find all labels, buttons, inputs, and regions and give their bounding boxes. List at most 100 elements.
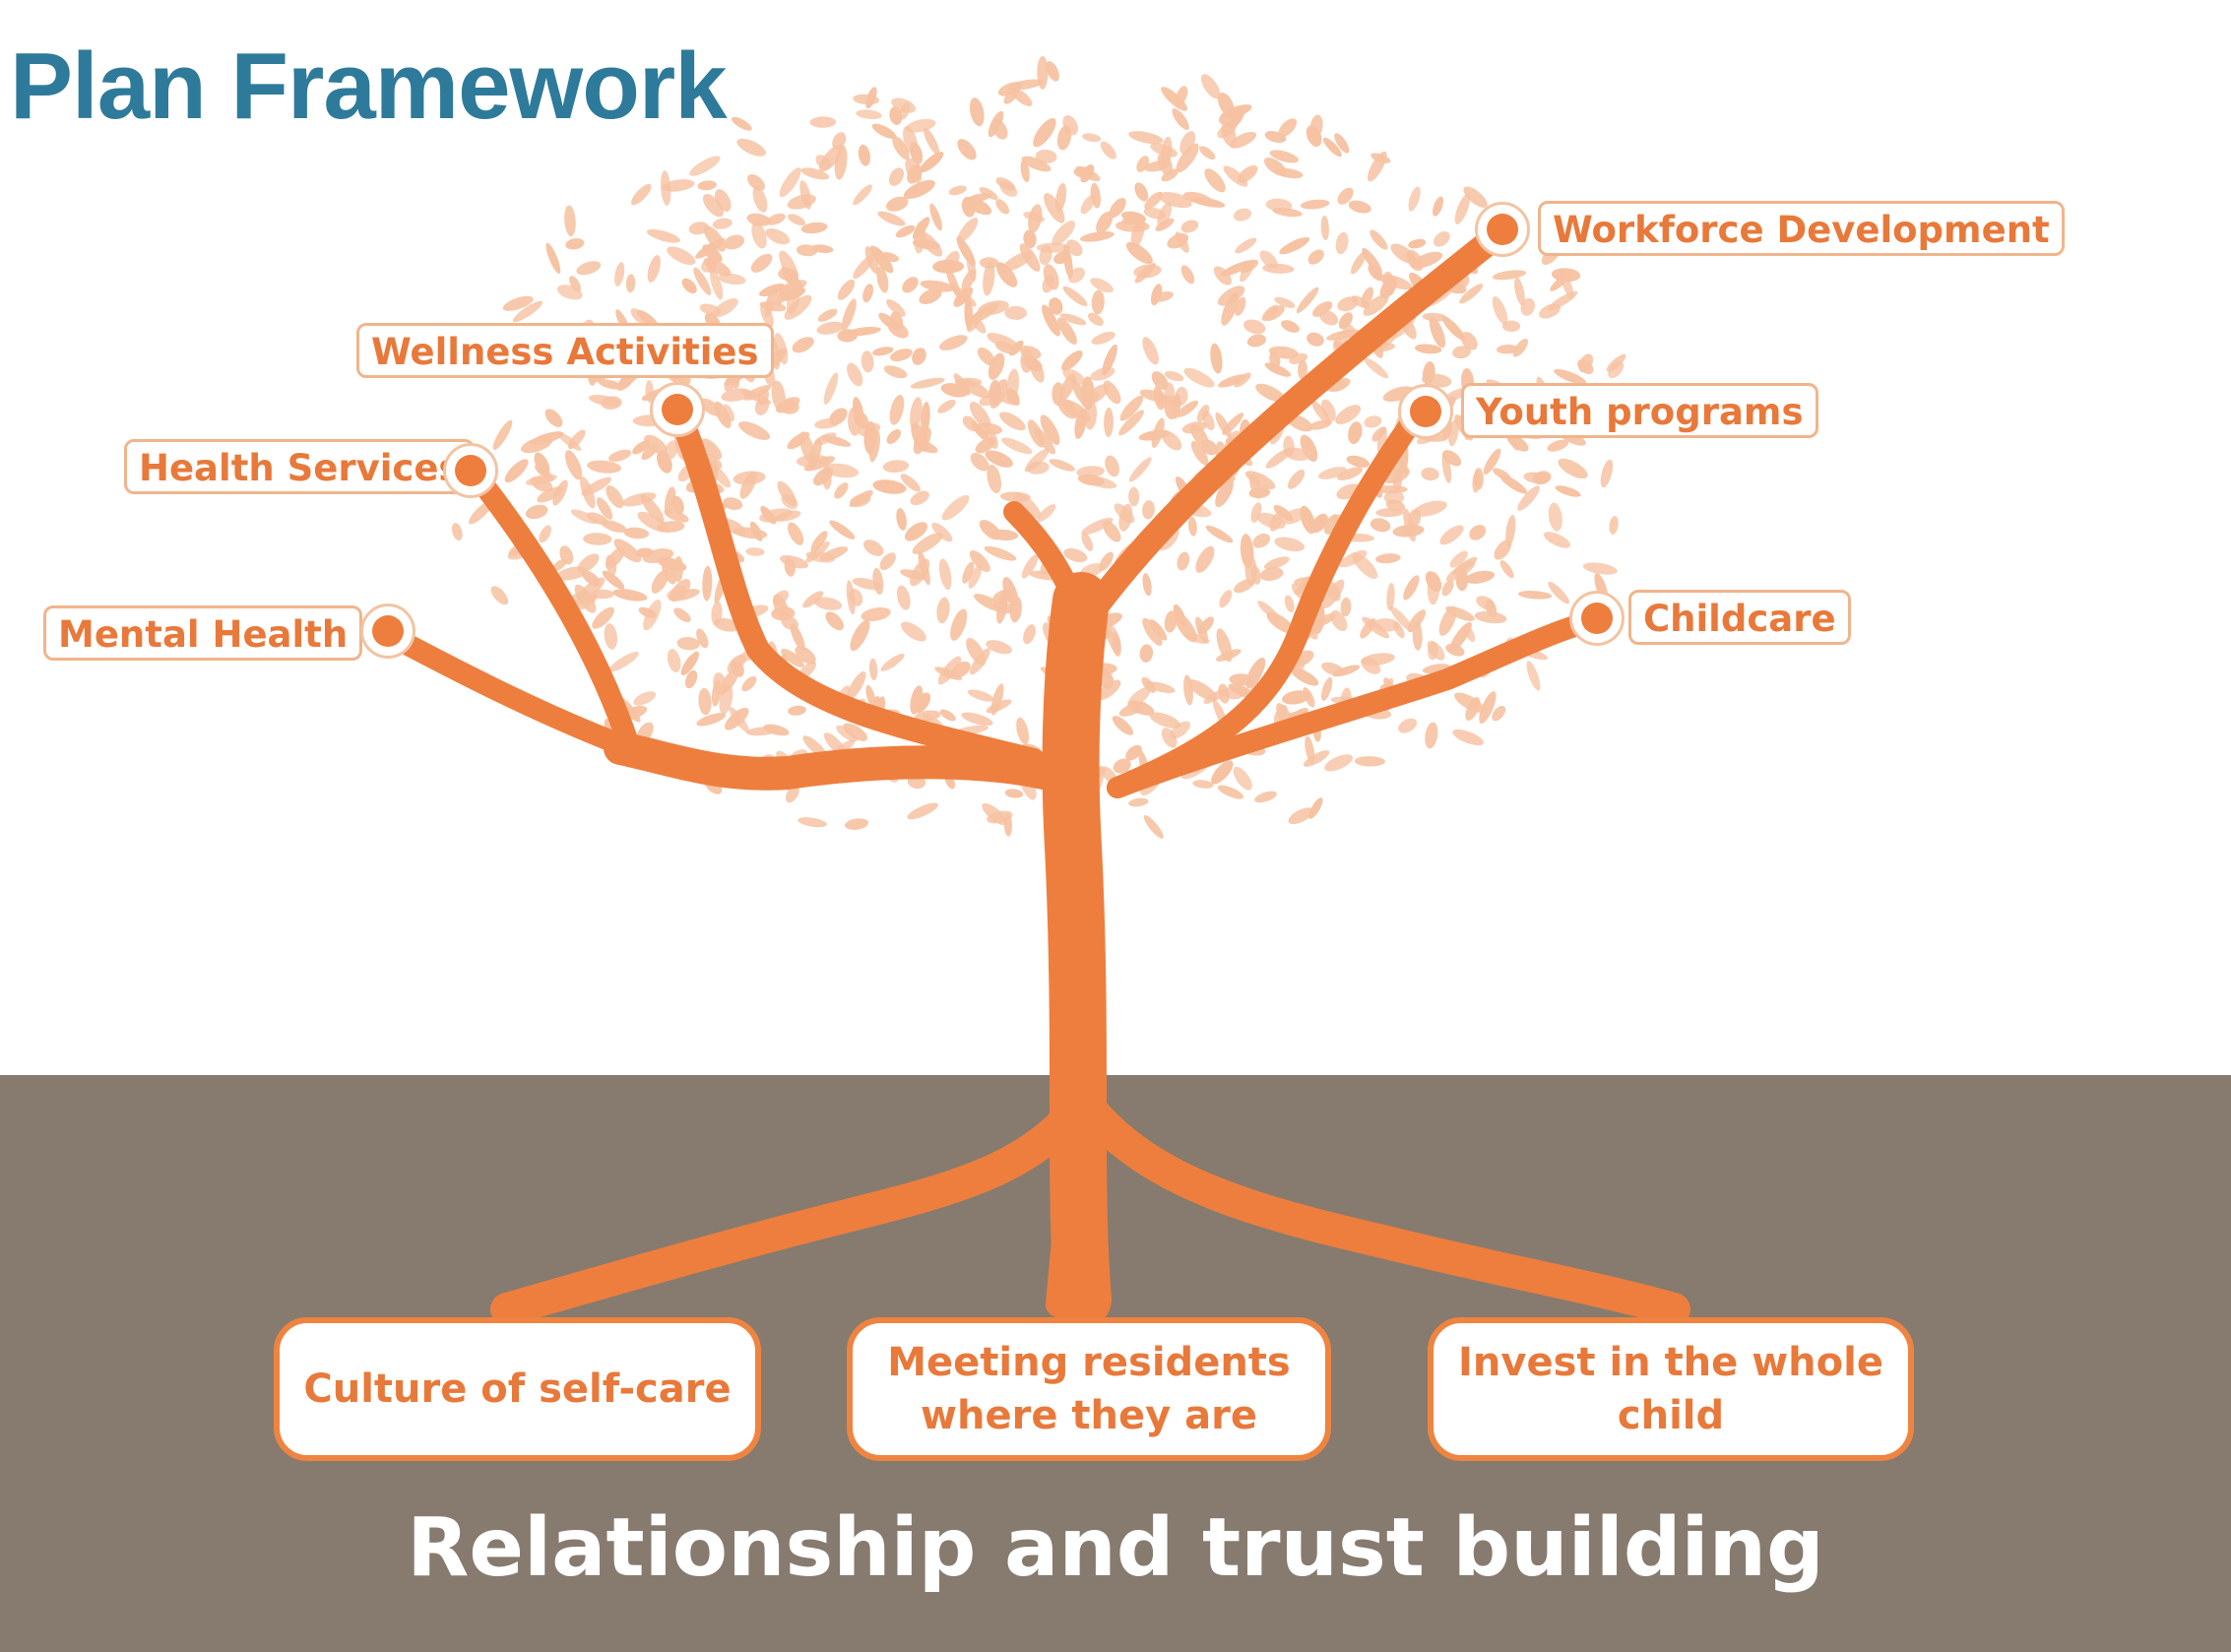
leaf-shape [797, 817, 827, 828]
leaf-shape [1336, 467, 1364, 481]
leaf-shape [680, 651, 699, 676]
leaf-shape [587, 512, 608, 526]
leaf-shape [1004, 789, 1024, 798]
leaf-shape [1233, 766, 1252, 791]
leaf-shape [969, 402, 991, 429]
leaf-shape [1454, 692, 1486, 713]
leaf-shape [1181, 421, 1207, 434]
leaf-shape [987, 333, 1019, 350]
leaf-shape [823, 372, 839, 405]
leaf-shape [1505, 515, 1516, 546]
leaf-shape [706, 254, 718, 274]
leaf-shape [596, 497, 613, 520]
leaf-shape [882, 460, 910, 473]
leaf-shape [667, 649, 681, 672]
leaf-shape [642, 548, 674, 564]
leaf-shape [1279, 236, 1310, 255]
leaf-shape [1177, 551, 1190, 571]
leaf-shape [720, 667, 739, 694]
leaf-shape [581, 570, 601, 587]
leaf-shape [883, 365, 908, 379]
leaf-shape [504, 459, 529, 483]
leaf-shape [520, 436, 553, 454]
leaf-shape [545, 242, 561, 275]
leaf-shape [1109, 198, 1126, 219]
leaf-shape [1081, 532, 1094, 551]
leaf-shape [1091, 332, 1116, 345]
leaf-shape [1003, 88, 1019, 104]
leaf-shape [1544, 532, 1570, 548]
leaf-shape [1143, 814, 1164, 839]
leaf-shape [910, 490, 929, 506]
leaf-shape [736, 138, 766, 157]
leaf-shape [592, 606, 614, 629]
branch-childcare [1107, 609, 1606, 798]
leaf-shape [779, 167, 801, 198]
leaf-shape [853, 254, 875, 280]
leaf-shape [809, 116, 837, 128]
leaf-shape [1606, 353, 1626, 372]
leaf-shape [845, 818, 869, 830]
leaf-shape [905, 118, 936, 133]
leaf-shape [1282, 508, 1307, 525]
leaf-shape [670, 495, 684, 514]
leaf-shape [1414, 344, 1442, 354]
leaf-shape [1452, 346, 1471, 359]
leaf-shape [1455, 568, 1469, 592]
leaf-shape [1234, 372, 1251, 388]
leaf-shape [1057, 398, 1078, 419]
leaf-shape [976, 422, 1003, 435]
leaf-shape [1049, 459, 1075, 472]
leaf-shape [977, 347, 995, 366]
leaf-shape [1348, 200, 1371, 214]
leaf-shape [1103, 380, 1121, 405]
leaf-shape [1060, 350, 1083, 371]
leaf-shape [1281, 320, 1300, 333]
leaf-shape [1499, 560, 1514, 579]
tree-trunk-and-branches [373, 216, 1690, 1328]
leaf-shape [1375, 508, 1404, 518]
branch-label-workforce-development: Workforce Development [1538, 201, 2065, 256]
leaf-shape [1111, 632, 1121, 657]
leaf-shape [1081, 376, 1095, 411]
leaf-shape [1442, 450, 1462, 467]
leaf-shape [1183, 367, 1215, 388]
root-box-line: where they are [921, 1393, 1257, 1438]
leaf-shape [693, 267, 712, 295]
leaf-shape [1046, 61, 1059, 82]
leaf-shape [539, 525, 551, 543]
leaf-shape [1150, 143, 1179, 158]
leaf-shape [861, 350, 874, 373]
leaf-shape [588, 395, 621, 407]
root-box-text: Culture of self-care [303, 1363, 731, 1416]
leaf-shape [931, 522, 953, 542]
leaf-shape [657, 521, 685, 533]
leaf-shape [920, 280, 955, 292]
leaf-shape [725, 707, 749, 731]
leaf-shape [1476, 596, 1496, 610]
leaf-shape [1254, 791, 1277, 803]
leaf-shape [984, 545, 1017, 561]
page-title: Plan Framework [10, 33, 728, 139]
leaf-shape [669, 589, 700, 602]
leaf-shape [1412, 620, 1423, 651]
leaf-shape [863, 420, 877, 455]
leaf-shape [861, 606, 891, 622]
leaf-shape [953, 373, 971, 396]
leaf-shape [1021, 156, 1052, 172]
leaf-shape [890, 349, 913, 362]
branch-label-youth-programs: Youth programs [1461, 383, 1818, 438]
leaf-shape [696, 628, 709, 649]
leaf-shape [1023, 212, 1046, 222]
leaf-shape [979, 520, 1001, 540]
leaf-shape [1307, 249, 1324, 265]
root-left [490, 1096, 1090, 1326]
leaf-shape [1319, 310, 1339, 326]
leaf-shape [1547, 290, 1578, 311]
leaf-shape [1361, 657, 1381, 674]
leaf-shape [718, 273, 746, 286]
leaf-shape [1066, 239, 1083, 257]
leaf-shape [714, 401, 732, 428]
branch-dot-icon [1398, 384, 1453, 439]
leaf-shape [1192, 780, 1214, 789]
